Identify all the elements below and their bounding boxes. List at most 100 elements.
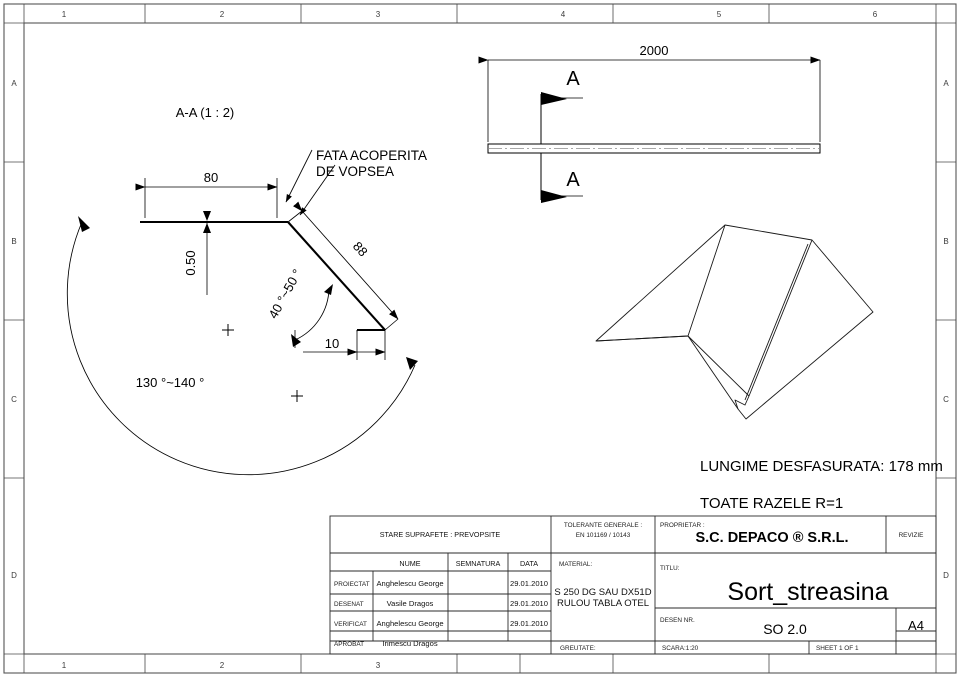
table-row: APROBAT Irimescu Dragos [334, 639, 438, 648]
row-name: Anghelescu George [376, 579, 443, 588]
dim-thickness-group: 0.50 [183, 211, 211, 295]
top-view: 2000 A A [478, 43, 821, 203]
dim-web-angle: 40 °~50 ° [265, 267, 304, 322]
owner-value: S.C. DEPACO ® S.R.L. [695, 530, 848, 546]
section-arrow-bottom [541, 190, 567, 203]
open-angle-arrow-start [78, 216, 90, 232]
painted-face-note-line2: DE VOPSEA [316, 164, 394, 179]
dim-thickness: 0.50 [183, 250, 198, 275]
drawing-no-value: SO 2.0 [763, 621, 807, 637]
painted-face-note-line1: FATA ACOPERITA [316, 148, 427, 163]
iso-body-outline [595, 224, 874, 420]
web-angle-arrow-start [291, 334, 301, 347]
title-value: Sort_streasina [727, 578, 888, 606]
zone-left-d: D [11, 571, 17, 580]
zone-top-4: 4 [561, 10, 566, 19]
iso-front-fold [748, 239, 813, 397]
note-developed-length: LUNGIME DESFASURATA: 178 mm [700, 458, 943, 475]
material-line1: S 250 DG SAU DX51D [554, 587, 651, 598]
zone-left-a: A [11, 79, 17, 88]
dim-lip-length: 10 [325, 336, 339, 351]
row-role: PROIECTAT [334, 581, 370, 588]
section-marker-bottom: A [540, 153, 583, 203]
surface-state: STARE SUPRAFETE : PREVOPSITE [380, 530, 501, 539]
dim-lip-group: 10 [303, 330, 386, 360]
open-angle-arc [66, 221, 416, 476]
dim-flange-width-group: 80 [135, 170, 278, 218]
title-label: TITLU: [660, 565, 680, 572]
sheet-format: A4 [908, 618, 924, 633]
row-role: VERIFICAT [334, 621, 367, 628]
section-view-label: A-A (1 : 2) [176, 105, 235, 120]
zone-right-b: B [943, 237, 948, 246]
title-block: STARE SUPRAFETE : PREVOPSITE TOLERANTE G… [329, 515, 937, 655]
note-radii: TOATE RAZELE R=1 [700, 495, 843, 512]
weight-label: GREUTATE: [560, 645, 596, 652]
dim-flange-width: 80 [204, 170, 218, 185]
material-line2: RULOU TABLA OTEL [557, 598, 649, 609]
zone-right-a: A [943, 79, 949, 88]
zone-bottom-3: 3 [376, 661, 381, 670]
owner-label: PROPRIETAR : [660, 522, 705, 529]
table-row: DESENAT Vasile Dragos 29.01.2010 [334, 599, 548, 608]
revision-label: REVIZIE [899, 532, 924, 539]
painted-face-note: FATA ACOPERITA DE VOPSEA [285, 148, 427, 216]
zone-top-2: 2 [220, 10, 225, 19]
row-date: 29.01.2010 [510, 599, 548, 608]
iso-lip-edge [687, 335, 739, 410]
zone-right-c: C [943, 395, 949, 404]
col-header-semnatura: SEMNATURA [456, 559, 501, 568]
dim-length-group: 2000 [478, 43, 821, 142]
zone-top-1: 1 [62, 10, 67, 19]
row-role: APROBAT [334, 641, 364, 648]
table-row: VERIFICAT Anghelescu George 29.01.2010 [334, 619, 548, 628]
section-marker-top: A [540, 68, 583, 144]
zone-top-3: 3 [376, 10, 381, 19]
sheet-frame [3, 3, 957, 674]
zone-labels-top: 1 2 3 4 5 6 [62, 10, 878, 19]
section-letter-bottom: A [566, 169, 580, 191]
profile-outline [140, 220, 386, 332]
row-date: 29.01.2010 [510, 619, 548, 628]
zone-top-5: 5 [717, 10, 722, 19]
section-view-aa: A-A (1 : 2) 130 °~140 ° 40 °~50 ° 80 [66, 105, 427, 476]
zone-labels-left: A B C D [11, 79, 17, 580]
dim-open-angle: 130 °~140 ° [136, 375, 205, 390]
iso-front-fold-thickness [744, 243, 809, 401]
table-row: PROIECTAT Anghelescu George 29.01.2010 [334, 579, 548, 588]
section-letter-top: A [566, 68, 580, 90]
general-notes: LUNGIME DESFASURATA: 178 mm TOATE RAZELE… [700, 458, 943, 512]
zone-left-c: C [11, 395, 17, 404]
zone-bottom-2: 2 [220, 661, 225, 670]
open-angle-arrow-end [406, 357, 418, 370]
sheet-value: SHEET 1 OF 1 [816, 645, 859, 652]
col-header-data: DATA [520, 559, 538, 568]
iso-ridge-fold [687, 224, 726, 337]
zone-right-d: D [943, 571, 949, 580]
iso-back-edge [595, 335, 689, 342]
center-marks [222, 324, 303, 402]
row-name: Vasile Dragos [387, 599, 434, 608]
scale-value: SCARA:1:20 [662, 645, 699, 652]
col-header-nume: NUME [399, 559, 420, 568]
zone-labels-bottom: 1 2 3 [62, 661, 381, 670]
row-role: DESENAT [334, 601, 364, 608]
zone-left-b: B [11, 237, 16, 246]
isometric-view [595, 224, 874, 420]
material-label: MATERIAL: [559, 561, 592, 568]
dim-web-length: 88 [350, 239, 371, 260]
web-angle-arc [294, 287, 330, 341]
web-angle-arrow-end [324, 284, 333, 295]
drawing-no-label: DESEN NR. [660, 617, 695, 624]
tolerances-value: EN 101169 / 10143 [576, 532, 631, 539]
zone-bottom-1: 1 [62, 661, 67, 670]
row-name: Anghelescu George [376, 619, 443, 628]
dim-overall-length: 2000 [640, 43, 669, 58]
tolerances-label: TOLERANTE GENERALE : [564, 522, 643, 529]
row-date: 29.01.2010 [510, 579, 548, 588]
row-name: Irimescu Dragos [382, 639, 437, 648]
zone-labels-right: A B C D [943, 79, 949, 580]
section-arrow-top [541, 92, 567, 105]
dim-web-length-group: 88 [287, 201, 399, 331]
